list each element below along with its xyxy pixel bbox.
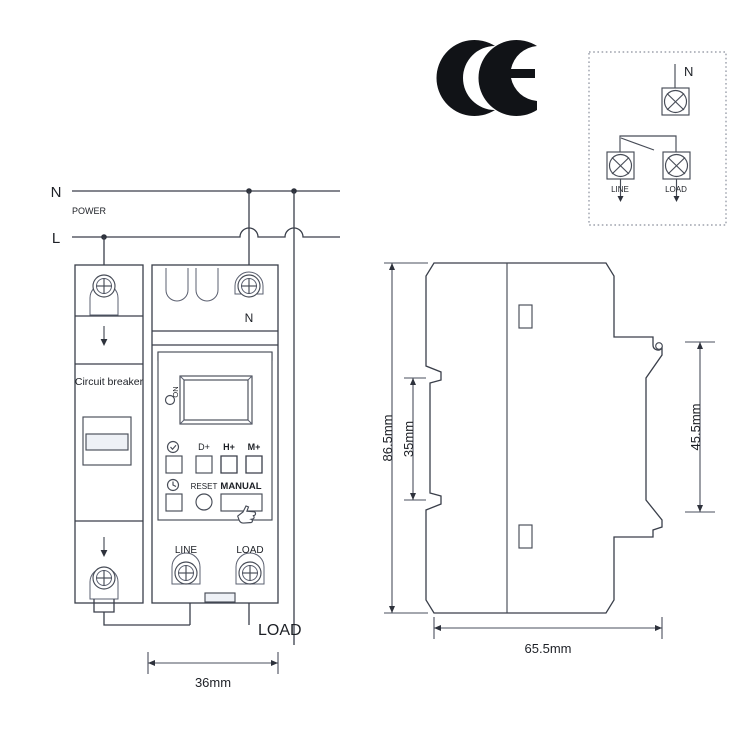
side-screw-hole (655, 342, 663, 350)
wiring-label-load: LOAD (665, 185, 687, 194)
power-label: POWER (72, 206, 107, 216)
side-slot-bottom (518, 524, 533, 549)
button-time-set[interactable] (165, 493, 183, 512)
circuit-breaker-module (74, 264, 190, 626)
breaker-rocker-lever[interactable] (85, 433, 129, 451)
dimension-label-depth-total: 65.5mm (525, 641, 572, 656)
timer-terminal-load-label: LOAD (236, 545, 263, 556)
wiring-label-line: LINE (611, 185, 629, 194)
timer-module (151, 264, 279, 625)
dimension-width-front (147, 652, 279, 674)
load-output-label: LOAD (258, 622, 302, 639)
on-indicator-label: ON (171, 386, 180, 397)
wiring-diagram: N LINE LOAD (588, 51, 727, 226)
din-clip-front (204, 592, 236, 603)
button-hour-plus[interactable] (220, 455, 238, 474)
button-minute-plus[interactable] (245, 455, 263, 474)
side-slot-top (518, 304, 533, 329)
side-profile-outline (425, 262, 663, 614)
button-clock-set[interactable] (165, 455, 183, 474)
clock-icon (166, 478, 180, 492)
dimension-rail-notch (404, 377, 426, 501)
dimension-depth-total (433, 617, 663, 639)
dimension-label-height: 86.5mm (380, 415, 395, 462)
live-line (72, 227, 340, 238)
power-supply-wiring (72, 188, 340, 645)
pointing-hand-cursor (237, 505, 257, 524)
button-manual[interactable] (220, 493, 263, 512)
button-reset[interactable] (195, 493, 213, 511)
timer-terminal-n-label: N (245, 311, 254, 325)
side-view (425, 262, 663, 614)
circuit-breaker-label: Circuit breaker (75, 376, 144, 388)
clock-check-icon (166, 440, 180, 454)
wiring-diagram-border (588, 51, 727, 226)
button-label-reset: RESET (191, 482, 218, 491)
wiring-terminal-load (662, 151, 691, 202)
dimension-depth-upper (685, 341, 715, 513)
button-label-day: D+ (198, 442, 210, 452)
live-label: L (52, 230, 60, 247)
timer-terminal-line-label: LINE (175, 545, 198, 556)
wiring-terminal-n (661, 64, 690, 116)
button-label-minute: M+ (248, 442, 261, 452)
wiring-terminal-line (606, 151, 635, 202)
dimension-label-rail-notch: 35mm (401, 421, 416, 457)
button-label-manual: MANUAL (220, 481, 261, 492)
ce-mark (436, 40, 537, 117)
ce-mark-label: CE (487, 61, 489, 63)
neutral-label: N (51, 184, 62, 201)
wiring-label-n: N (684, 64, 693, 79)
button-day-plus[interactable] (195, 455, 213, 474)
button-label-hour: H+ (223, 442, 235, 452)
dimension-label-width-front: 36mm (195, 675, 231, 690)
on-indicator-led (164, 394, 176, 406)
dimension-height (384, 262, 428, 614)
dimension-label-depth-upper: 45.5mm (688, 404, 703, 451)
